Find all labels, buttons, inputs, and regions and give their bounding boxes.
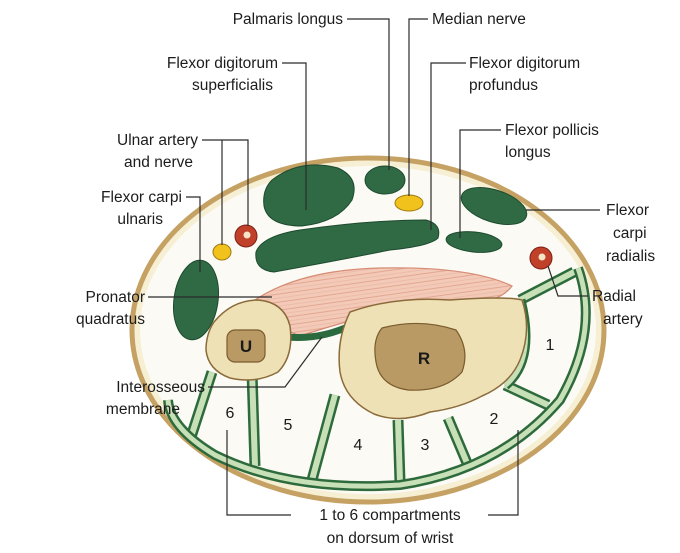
compartment-2-number: 2: [490, 411, 499, 428]
label-fdp-line2: profundus: [469, 77, 538, 94]
ulnar-artery-lumen: [244, 232, 251, 239]
compartment-1-number: 1: [546, 337, 555, 354]
ulnar-nerve: [213, 244, 231, 260]
compartment-4-number: 4: [354, 437, 363, 454]
label-fpl-line2: longus: [505, 144, 551, 161]
label-ulnar-line2: and nerve: [124, 154, 193, 171]
label-radial-line2: artery: [603, 311, 643, 328]
label-fcu-line2: ulnaris: [117, 211, 163, 228]
radius-label: R: [418, 349, 430, 368]
label-fcu-line1: Flexor carpi: [101, 189, 182, 206]
label-pq-line2: quadratus: [76, 311, 145, 328]
label-im-line1: Interosseous: [116, 379, 205, 396]
label-pq-line1: Pronator: [86, 289, 145, 306]
label-compartments-line1: 1 to 6 compartments: [319, 507, 461, 524]
label-fpl-line1: Flexor pollicis: [505, 122, 599, 139]
median-nerve: [395, 195, 423, 211]
label-fcr-line2: carpi: [613, 225, 647, 242]
label-median-nerve: Median nerve: [432, 11, 526, 28]
radial-artery-lumen: [539, 254, 546, 261]
label-ulnar-line1: Ulnar artery: [117, 132, 198, 149]
label-fcr-line3: radialis: [606, 248, 655, 265]
label-fdp-line1: Flexor digitorum: [469, 55, 580, 72]
label-compartments-line2: on dorsum of wrist: [327, 530, 454, 547]
label-fds-line1: Flexor digitorum: [167, 55, 278, 72]
label-palmaris-longus: Palmaris longus: [233, 11, 344, 28]
ulna-label: U: [240, 337, 252, 356]
compartment-6-number: 6: [226, 405, 235, 422]
palmaris-longus-muscle: [365, 166, 405, 194]
compartment-3-number: 3: [421, 437, 430, 454]
label-fcr-line1: Flexor: [606, 202, 649, 219]
label-fds-line2: superficialis: [192, 77, 273, 94]
label-radial-line1: Radial: [592, 288, 636, 305]
label-im-line2: membrane: [106, 401, 180, 418]
compartment-5-number: 5: [284, 417, 293, 434]
